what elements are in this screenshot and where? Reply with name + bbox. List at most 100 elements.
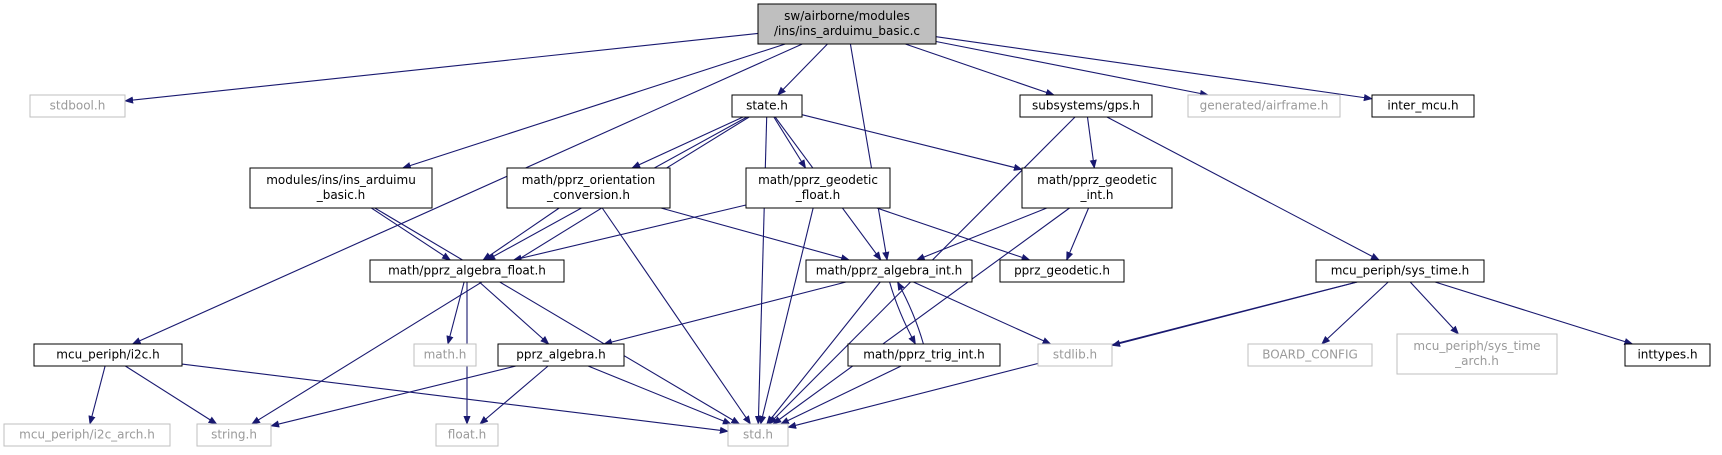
node-inttypes[interactable]: inttypes.h — [1624, 343, 1711, 367]
node-geofloat[interactable]: math/pprz_geodetic_float.h — [745, 167, 891, 209]
node-box — [731, 94, 803, 118]
edge-i2c-to-i2carch — [88, 365, 106, 425]
node-label-line: subsystems/gps.h — [1032, 99, 1140, 113]
node-geodetic[interactable]: pprz_geodetic.h — [999, 259, 1125, 283]
node-float: float.h — [435, 423, 499, 447]
edge-root-to-stdbool — [124, 32, 759, 104]
node-label-line: math/pprz_trig_int.h — [863, 348, 985, 362]
node-label-line: _basic.h — [316, 188, 366, 202]
node-label-line: modules/ins/ins_arduimu — [266, 173, 416, 187]
edge-orient-to-algfloat — [482, 207, 560, 261]
node-geoint[interactable]: math/pprz_geodetic_int.h — [1021, 167, 1173, 209]
node-label-line: string.h — [211, 428, 257, 442]
node-label-line: mcu_periph/sys_time — [1413, 339, 1540, 353]
node-box — [3, 423, 171, 447]
node-box — [805, 259, 973, 283]
edge-systime-to-board — [1321, 281, 1389, 345]
edge-i2c-to-string — [125, 365, 218, 425]
node-state[interactable]: state.h — [731, 94, 803, 118]
node-label-line: /ins/ins_arduimu_basic.c — [774, 24, 920, 38]
node-label-line: math/pprz_algebra_int.h — [816, 264, 963, 278]
edge-algint-to-algebra — [603, 281, 847, 346]
node-box — [1315, 259, 1485, 283]
node-label-line: stdlib.h — [1053, 348, 1097, 362]
node-label-line: mcu_periph/i2c.h — [56, 348, 159, 362]
node-trig[interactable]: math/pprz_trig_int.h — [847, 343, 1001, 367]
node-label-line: _int.h — [1079, 188, 1113, 202]
node-label-line: _conversion.h — [546, 188, 630, 202]
node-box — [1021, 167, 1173, 209]
edge-algebra-to-std — [587, 365, 732, 425]
edge-systime-to-inttypes — [1434, 281, 1634, 346]
node-sysarch: mcu_periph/sys_time_arch.h — [1396, 333, 1558, 375]
node-box — [249, 167, 433, 209]
node-box — [727, 423, 789, 447]
edge-root-to-state — [777, 43, 828, 96]
edge-algebra-to-string — [270, 365, 517, 428]
edge-systime-to-sysarch — [1409, 281, 1460, 335]
edge-trig-to-std — [780, 365, 902, 425]
node-math: math.h — [413, 343, 477, 367]
node-label-line: std.h — [743, 428, 773, 442]
node-label-line: math.h — [424, 348, 467, 362]
node-orient[interactable]: math/pprz_orientation_conversion.h — [506, 167, 671, 209]
edge-root-to-airframe — [935, 40, 1209, 97]
node-stdlib: stdlib.h — [1037, 343, 1113, 367]
edge-algfloat-to-algebra — [478, 281, 550, 345]
node-label-line: math/pprz_orientation — [522, 173, 656, 187]
edge-geofloat-to-std — [759, 207, 814, 425]
edge-arduimu-to-algfloat — [371, 207, 452, 261]
node-box — [757, 3, 937, 45]
node-airframe: generated/airframe.h — [1187, 94, 1341, 118]
node-label-line: mcu_periph/sys_time.h — [1331, 264, 1470, 278]
edge-state-to-geofloat — [773, 116, 807, 169]
node-i2c[interactable]: mcu_periph/i2c.h — [33, 343, 183, 367]
node-box — [435, 423, 499, 447]
node-systime[interactable]: mcu_periph/sys_time.h — [1315, 259, 1485, 283]
edge-arduimu-to-std — [374, 207, 741, 425]
node-box — [29, 94, 126, 118]
edge-root-to-intermcu — [935, 36, 1373, 102]
node-stdbool: stdbool.h — [29, 94, 126, 118]
node-label-line: BOARD_CONFIG — [1262, 348, 1358, 362]
node-label-line: math/pprz_geodetic — [758, 173, 878, 187]
edge-geofloat-to-algfloat — [512, 204, 747, 262]
edge-algebra-to-float — [479, 365, 549, 425]
node-box — [369, 259, 565, 283]
edge-gps-to-systime — [1106, 116, 1380, 261]
nodes-layer: sw/airborne/modules/ins/ins_arduimu_basi… — [3, 3, 1711, 447]
node-gps[interactable]: subsystems/gps.h — [1019, 94, 1153, 118]
node-box — [33, 343, 183, 367]
node-label-line: float.h — [448, 428, 486, 442]
node-intermcu[interactable]: inter_mcu.h — [1371, 94, 1475, 118]
node-label-line: _float.h — [795, 188, 840, 202]
node-box — [1371, 94, 1475, 118]
node-algebra[interactable]: pprz_algebra.h — [497, 343, 625, 367]
node-string: string.h — [196, 423, 272, 447]
edge-root-to-arduimu — [401, 43, 786, 169]
node-box — [1247, 343, 1373, 367]
edge-state-to-orient — [631, 116, 744, 169]
node-label-line: inter_mcu.h — [1387, 99, 1458, 113]
node-std: std.h — [727, 423, 789, 447]
node-box — [1187, 94, 1341, 118]
node-box — [999, 259, 1125, 283]
node-box — [413, 343, 477, 367]
node-algint[interactable]: math/pprz_algebra_int.h — [805, 259, 973, 283]
edge-state-to-std — [754, 116, 768, 425]
node-box — [1037, 343, 1113, 367]
edge-root-to-gps — [905, 43, 1055, 96]
node-root[interactable]: sw/airborne/modules/ins/ins_arduimu_basi… — [757, 3, 937, 45]
node-algfloat[interactable]: math/pprz_algebra_float.h — [369, 259, 565, 283]
edge-root-to-i2c — [131, 43, 803, 345]
node-arduimu[interactable]: modules/ins/ins_arduimu_basic.h — [249, 167, 433, 209]
edge-trig-to-algint — [897, 281, 924, 345]
node-label-line: generated/airframe.h — [1200, 99, 1329, 113]
node-label-line: state.h — [746, 99, 788, 113]
edge-algint-to-stdlib — [913, 281, 1052, 345]
node-box — [847, 343, 1001, 367]
edge-root-to-algint — [849, 43, 890, 261]
node-board: BOARD_CONFIG — [1247, 343, 1373, 367]
